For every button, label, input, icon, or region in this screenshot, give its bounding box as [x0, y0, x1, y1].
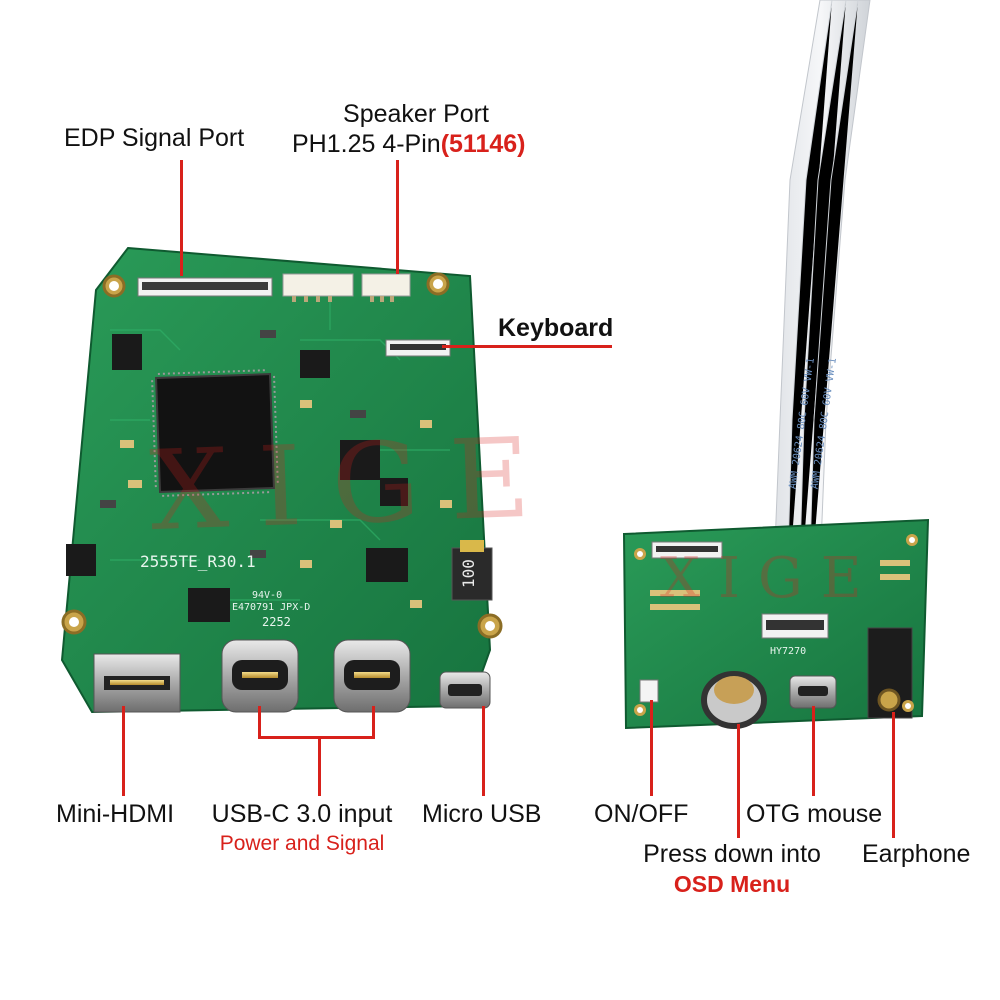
speaker-port-spec: PH1.25 4-Pin: [292, 130, 441, 158]
onoff-callout-line: [650, 700, 653, 796]
osd-callout-line: [737, 724, 740, 838]
on-off-label: ON/OFF: [594, 800, 689, 828]
hdmi-callout-line: [122, 706, 125, 796]
usbc2-callout-line: [372, 706, 375, 738]
press-down-label: Press down into: [643, 840, 821, 868]
watermark-main: XIGE: [147, 412, 563, 556]
usbc-bracket-line: [258, 736, 375, 739]
osd-menu-label: OSD Menu: [673, 871, 791, 897]
edp-signal-port-label: EDP Signal Port: [64, 124, 245, 152]
usbc-sub-label: Power and Signal: [219, 832, 385, 855]
speaker-callout-line: [396, 160, 399, 274]
edp-callout-line: [180, 160, 183, 276]
keyboard-sub-board: [622, 518, 930, 730]
board-model-marking: 2555TE_R30.1: [140, 552, 256, 571]
usbc-input-label: USB-C 3.0 input: [211, 800, 393, 828]
watermark-sub: XIGE: [660, 546, 880, 611]
otg-mouse-label: OTG mouse: [746, 800, 883, 828]
usbc-callout-line: [318, 736, 321, 796]
keyboard-label: Keyboard: [498, 314, 614, 342]
micro-usb-label: Micro USB: [422, 800, 542, 828]
earphone-callout-line: [892, 712, 895, 838]
sub-board-marking: HY7270: [770, 646, 807, 657]
usbc1-callout-line: [258, 706, 261, 738]
speaker-port-spec-label: PH1.25 4-Pin(51146): [292, 130, 526, 158]
earphone-label: Earphone: [862, 840, 971, 868]
main-board: [60, 246, 503, 714]
board-code-1: 94V-0: [252, 590, 283, 601]
board-code-2: E470791 JPX-D: [232, 602, 311, 613]
board-code-3: 2252: [262, 615, 291, 629]
inductor-marking: 100: [458, 559, 478, 588]
otg-callout-line: [812, 706, 815, 796]
flat-cable: [768, 0, 871, 621]
speaker-port-code: (51146): [440, 130, 526, 158]
speaker-port-title-label: Speaker Port: [343, 100, 489, 128]
mini-hdmi-label: Mini-HDMI: [56, 800, 175, 828]
microusb-callout-line: [482, 706, 485, 796]
keyboard-callout-line: [442, 345, 612, 348]
